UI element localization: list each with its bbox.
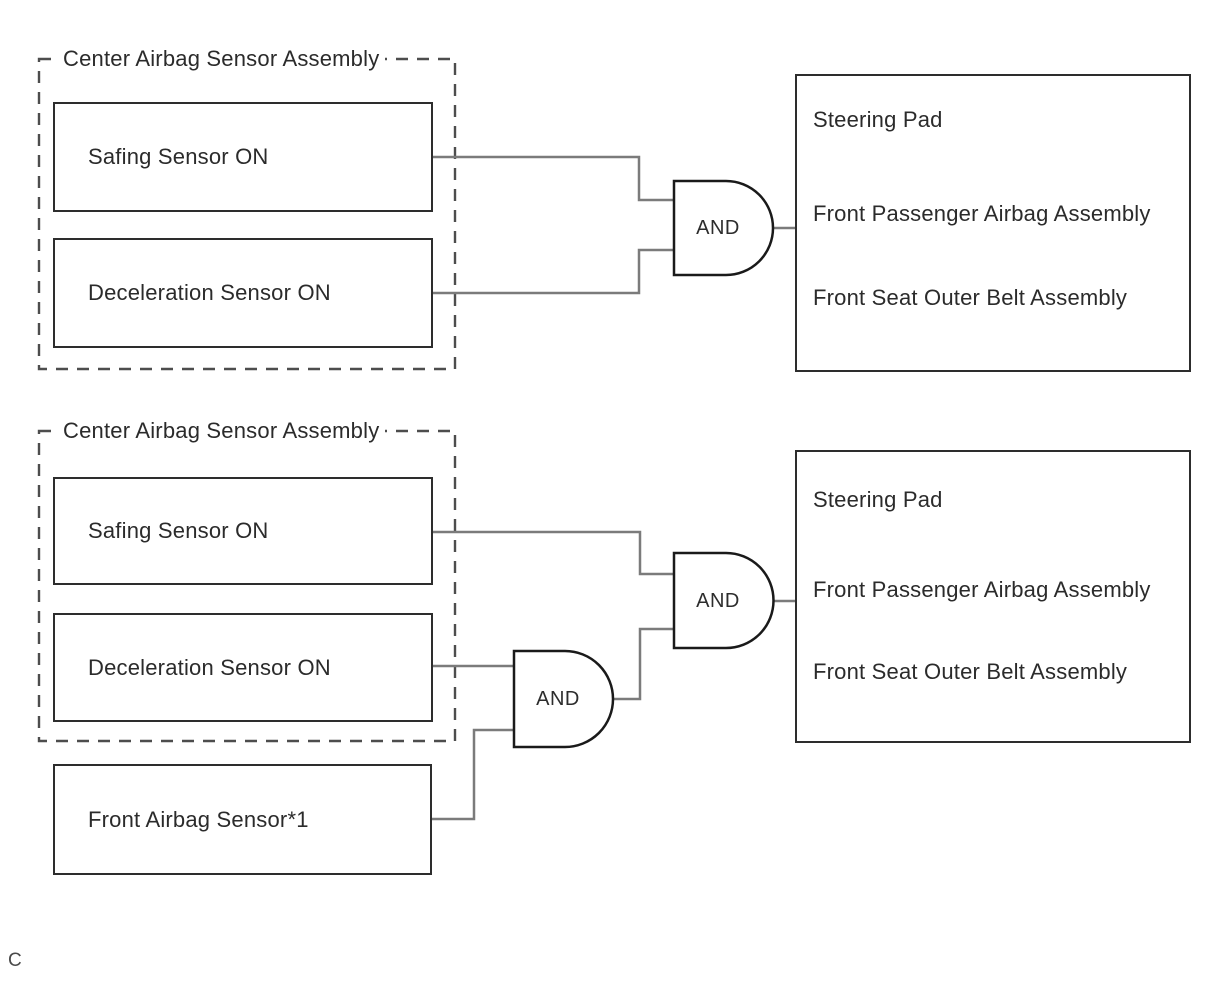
and-gate-3-label: AND bbox=[536, 688, 580, 710]
box-deceleration-sensor-2: Deceleration Sensor ON bbox=[53, 613, 433, 722]
box-front-airbag-sensor-label: Front Airbag Sensor*1 bbox=[88, 806, 309, 832]
and-gate-1-shape bbox=[672, 179, 775, 277]
and-gate-2-label: AND bbox=[696, 590, 740, 612]
box-safing-sensor-1-label: Safing Sensor ON bbox=[88, 144, 269, 169]
output-front-seat-outer-belt-1: Front Seat Outer Belt Assembly bbox=[813, 285, 1128, 310]
box-deceleration-sensor-1: Deceleration Sensor ON bbox=[53, 238, 433, 348]
assembly-title-1: Center Airbag Sensor Assembly bbox=[57, 46, 386, 72]
assembly-title-2: Center Airbag Sensor Assembly bbox=[57, 418, 386, 444]
connector-safing1-to-and1 bbox=[433, 155, 674, 202]
and-gate-2-shape bbox=[672, 551, 775, 650]
assembly-dashed-box-1 bbox=[37, 57, 457, 371]
outputs-box-2: Steering Pad Front Passenger Airbag Asse… bbox=[795, 450, 1191, 743]
output-front-seat-outer-belt-2: Front Seat Outer Belt Assembly bbox=[813, 659, 1128, 684]
box-safing-sensor-2-label: Safing Sensor ON bbox=[88, 518, 269, 543]
output-front-passenger-airbag-1: Front Passenger Airbag Assembly bbox=[813, 201, 1151, 226]
outputs-box-1: Steering Pad Front Passenger Airbag Asse… bbox=[795, 74, 1191, 372]
assembly-dashed-box-2 bbox=[37, 429, 457, 743]
and-gate-3-shape bbox=[512, 649, 615, 749]
connector-frontsensor-to-and3 bbox=[432, 728, 514, 821]
connector-decel1-to-and1 bbox=[433, 248, 674, 295]
box-safing-sensor-1: Safing Sensor ON bbox=[53, 102, 433, 212]
output-steering-pad-2: Steering Pad bbox=[813, 487, 943, 512]
box-deceleration-sensor-1-label: Deceleration Sensor ON bbox=[88, 280, 331, 305]
and-gate-1-label: AND bbox=[696, 217, 740, 239]
page-footnote-marker: C bbox=[8, 950, 22, 971]
box-safing-sensor-2: Safing Sensor ON bbox=[53, 477, 433, 585]
connector-safing2-to-and2 bbox=[433, 530, 674, 576]
output-front-passenger-airbag-2: Front Passenger Airbag Assembly bbox=[813, 577, 1151, 602]
box-front-airbag-sensor: Front Airbag Sensor*1 bbox=[53, 764, 432, 875]
output-steering-pad-1: Steering Pad bbox=[813, 107, 943, 132]
connector-and3-to-and2 bbox=[613, 627, 674, 701]
box-deceleration-sensor-2-label: Deceleration Sensor ON bbox=[88, 654, 331, 680]
